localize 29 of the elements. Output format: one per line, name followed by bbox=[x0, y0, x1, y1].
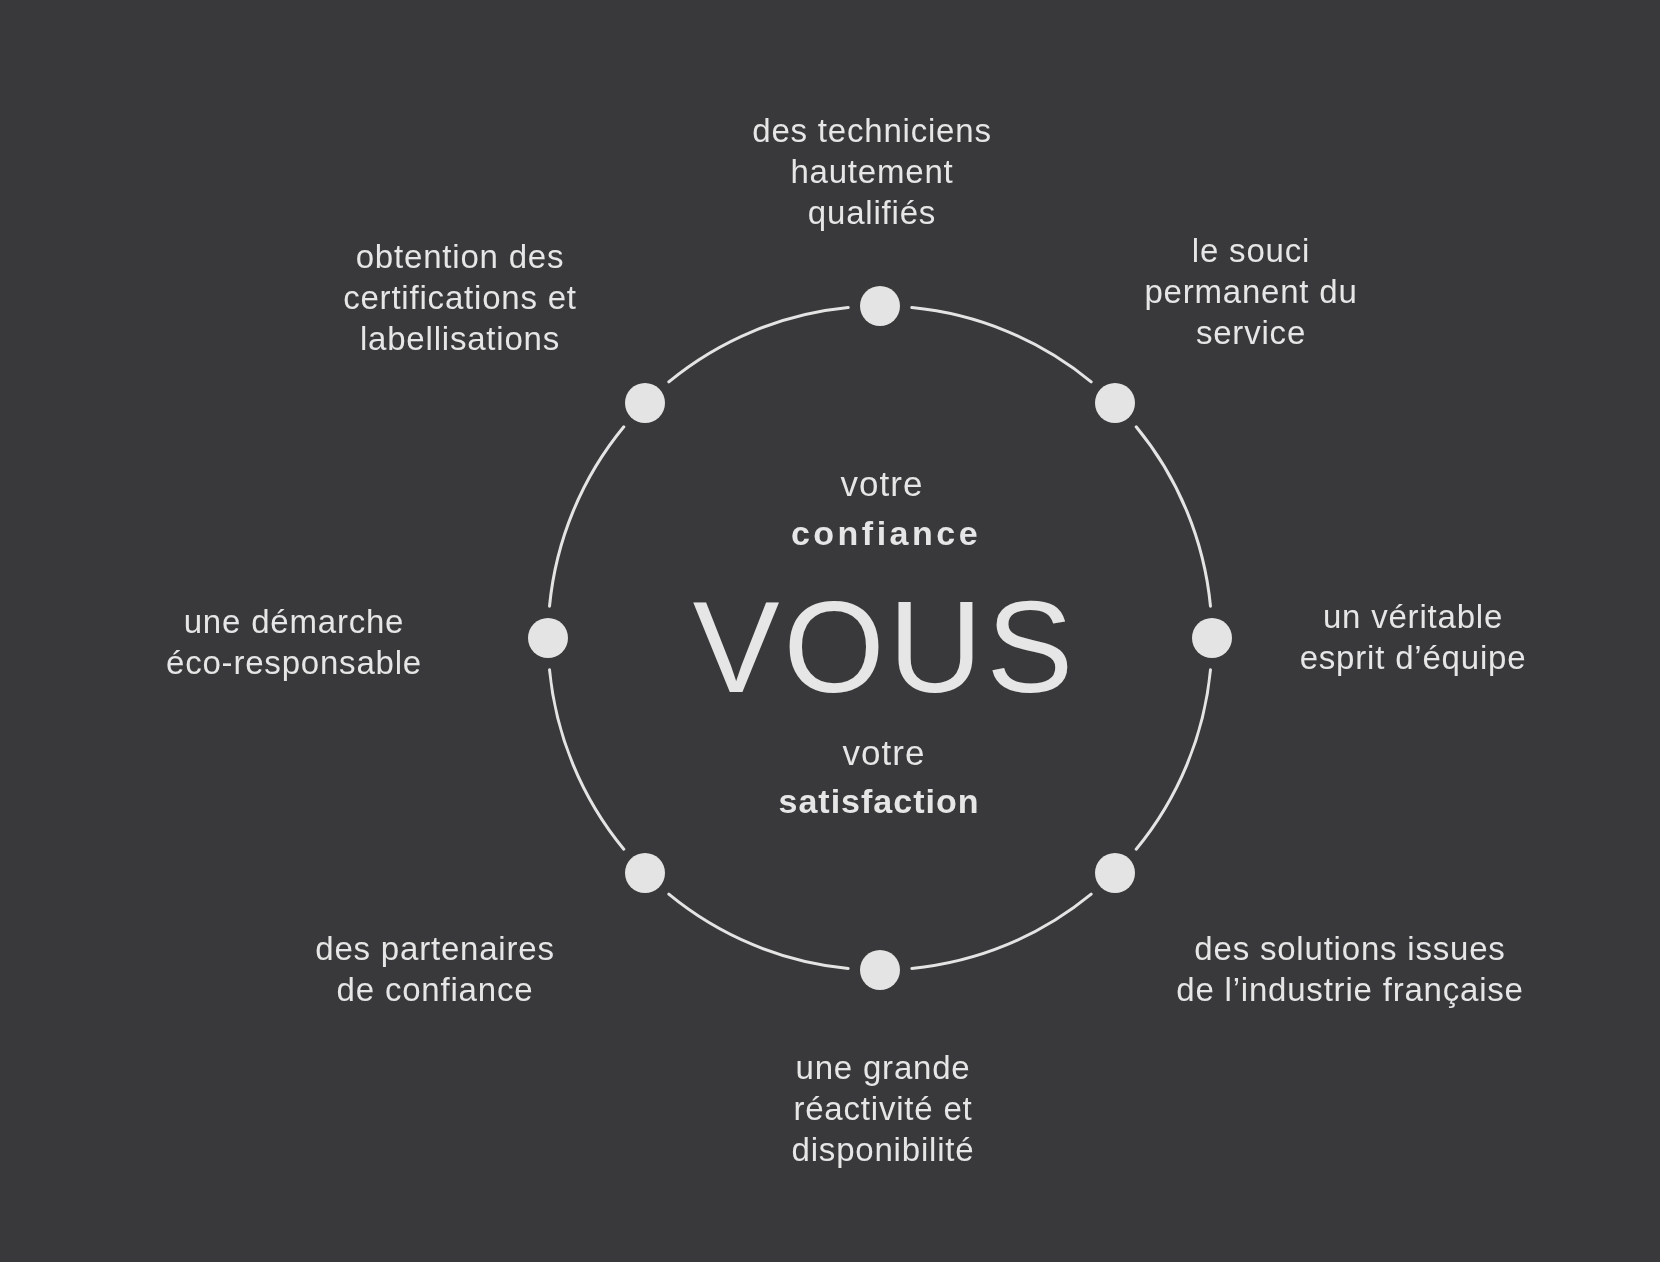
dot-icon bbox=[625, 852, 666, 893]
feature-text: des partenaires de confiance bbox=[315, 929, 555, 1010]
dot-icon bbox=[625, 383, 666, 424]
ring-arc bbox=[1134, 425, 1212, 608]
caption-text: votre bbox=[842, 734, 926, 770]
dot-icon bbox=[860, 286, 900, 326]
keyword-text: confiance bbox=[790, 516, 982, 550]
dot-icon bbox=[1094, 383, 1135, 424]
feature-text: obtention des certifications et labellisations bbox=[343, 236, 577, 359]
feature-text: une grande réactivité et disponibilité bbox=[791, 1047, 975, 1170]
dot-icon bbox=[1094, 852, 1135, 893]
ring-arc bbox=[910, 892, 1093, 970]
ring-arc bbox=[667, 306, 850, 384]
feature-text: une démarche éco-responsable bbox=[166, 602, 422, 683]
feature-text: des solutions issues de l’industrie française bbox=[1176, 929, 1524, 1010]
feature-text: le souci permanent du service bbox=[1144, 230, 1358, 353]
dot-icon bbox=[528, 618, 568, 658]
dot-icon bbox=[1192, 618, 1232, 658]
feature-text: un véritable esprit d’équipe bbox=[1299, 597, 1527, 678]
ring-arc bbox=[1134, 668, 1212, 851]
ring-arc bbox=[667, 892, 850, 970]
ring-arc bbox=[910, 306, 1093, 384]
feature-text: des techniciens hautement qualifiés bbox=[752, 110, 992, 233]
keyword-text: satisfaction bbox=[778, 784, 980, 818]
dot-icon bbox=[860, 950, 900, 990]
ring-arc bbox=[548, 668, 626, 851]
ring-arc bbox=[548, 425, 626, 608]
center-title: VOUS bbox=[692, 582, 1078, 712]
caption-text: votre bbox=[840, 465, 924, 501]
